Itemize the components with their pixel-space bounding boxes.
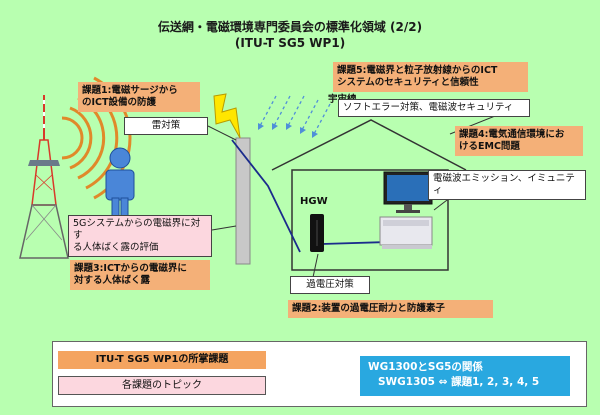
lightning-label: 雷対策: [124, 117, 208, 135]
person-icon: [105, 147, 135, 221]
task2-box: 課題2:装置の過電圧耐力と防護素子: [288, 300, 493, 318]
radio-tower-icon: [19, 95, 69, 259]
house-icon: [271, 119, 467, 271]
legend-topic-label: 各課題のトピック: [58, 376, 266, 395]
fiveg-exposure-label: 5Gシステムからの電磁界に対す る人体ばく露の評価: [68, 215, 212, 257]
overvoltage-label: 過電圧対策: [290, 276, 370, 294]
task5-box: 課題5:電磁界と粒子放射線からのICT システムのセキュリティと信頼性: [333, 62, 528, 92]
monitor-icon: [383, 171, 433, 213]
wg-relation-detail: SWG1305 ⇔ 課題1, 2, 3, 4, 5: [378, 376, 540, 388]
router-icon: [310, 214, 324, 252]
cosmic-ray-arrows: [258, 95, 331, 138]
hgw-label: HGW: [300, 196, 328, 207]
diagram-subtitle: (ITU-T SG5 WP1): [234, 36, 346, 50]
task4-box: 課題4:電気通信環境にお けるEMC問題: [455, 126, 583, 156]
utility-pole-icon: [235, 137, 251, 265]
soft-error-label: ソフトエラー対策、電磁波セキュリティ: [338, 99, 530, 117]
wg-relation-box: WG1300とSG5の関係 SWG1305 ⇔ 課題1, 2, 3, 4, 5: [360, 356, 570, 396]
task1-box: 課題1:電磁サージから のICT設備の防護: [78, 82, 200, 112]
cable-line: [231, 139, 389, 253]
emission-label: 電磁波エミッション、イミュニティ: [428, 170, 586, 200]
task3-box: 課題3:ICTからの電磁界に 対する人体ばく露: [70, 260, 210, 290]
wg-relation-title: WG1300とSG5の関係: [368, 361, 483, 373]
legend-task-label: ITU-T SG5 WP1の所掌課題: [58, 351, 266, 369]
desktop-pc-icon: [379, 216, 433, 249]
lightning-bolt-icon: [213, 93, 241, 139]
diagram-title: 伝送網・電磁環境専門委員会の標準化領域 (2/2): [157, 20, 423, 34]
